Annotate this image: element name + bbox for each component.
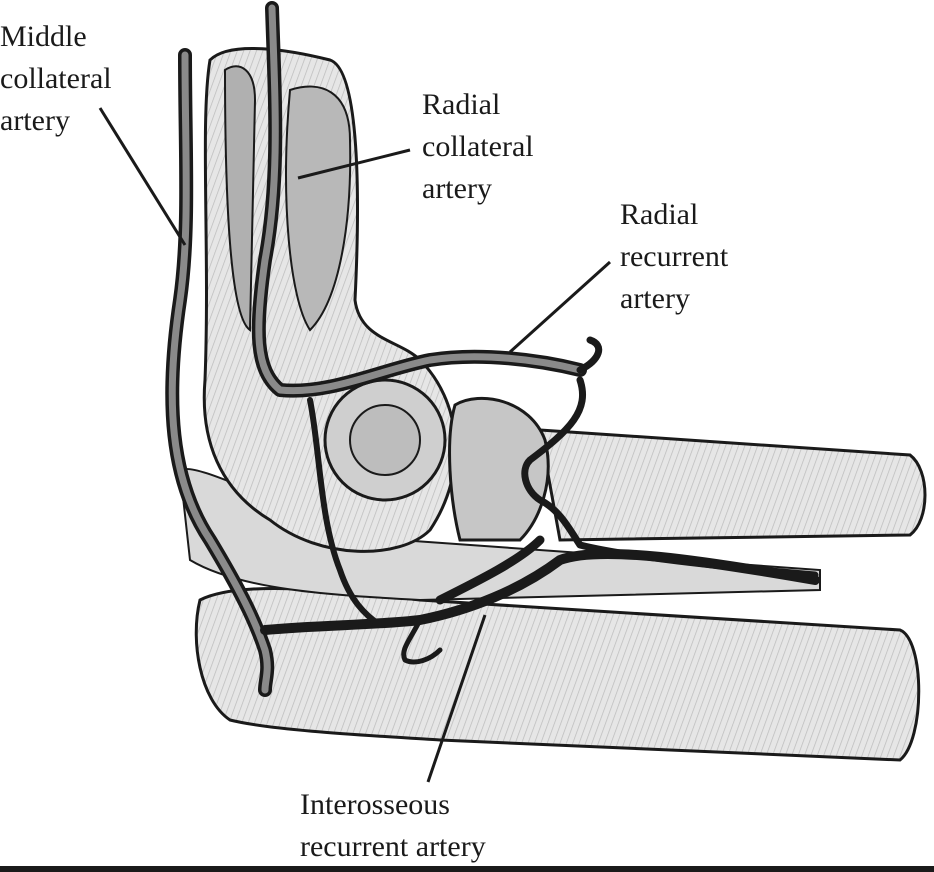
interosseous-recurrent-artery [260,548,820,635]
label-line: Radial [620,198,699,231]
label-line: recurrent [620,240,729,273]
leader-lines [98,107,612,783]
arteries [165,1,820,697]
label-line: Radial [422,88,501,121]
leader-radial-collateral [297,148,411,180]
label-line: artery [422,172,492,205]
label-line: Interosseous [300,788,450,821]
label-radial-recurrent-artery: Radial recurrent artery [620,194,728,320]
label-line: artery [0,104,70,137]
label-interosseous-recurrent-artery: Interosseous recurrent artery [300,784,486,868]
bottom-border [0,866,934,872]
label-line: collateral [0,62,112,95]
label-line: collateral [422,130,534,163]
label-line: recurrent artery [300,830,486,863]
label-line: artery [620,282,690,315]
leader-middle-collateral [98,107,187,246]
leader-interosseous-recurrent [426,614,487,783]
label-line: Middle [0,20,87,53]
label-radial-collateral-artery: Radial collateral artery [422,84,534,210]
leader-radial-recurrent [508,260,612,354]
label-middle-collateral-artery: Middle collateral artery [0,16,112,142]
